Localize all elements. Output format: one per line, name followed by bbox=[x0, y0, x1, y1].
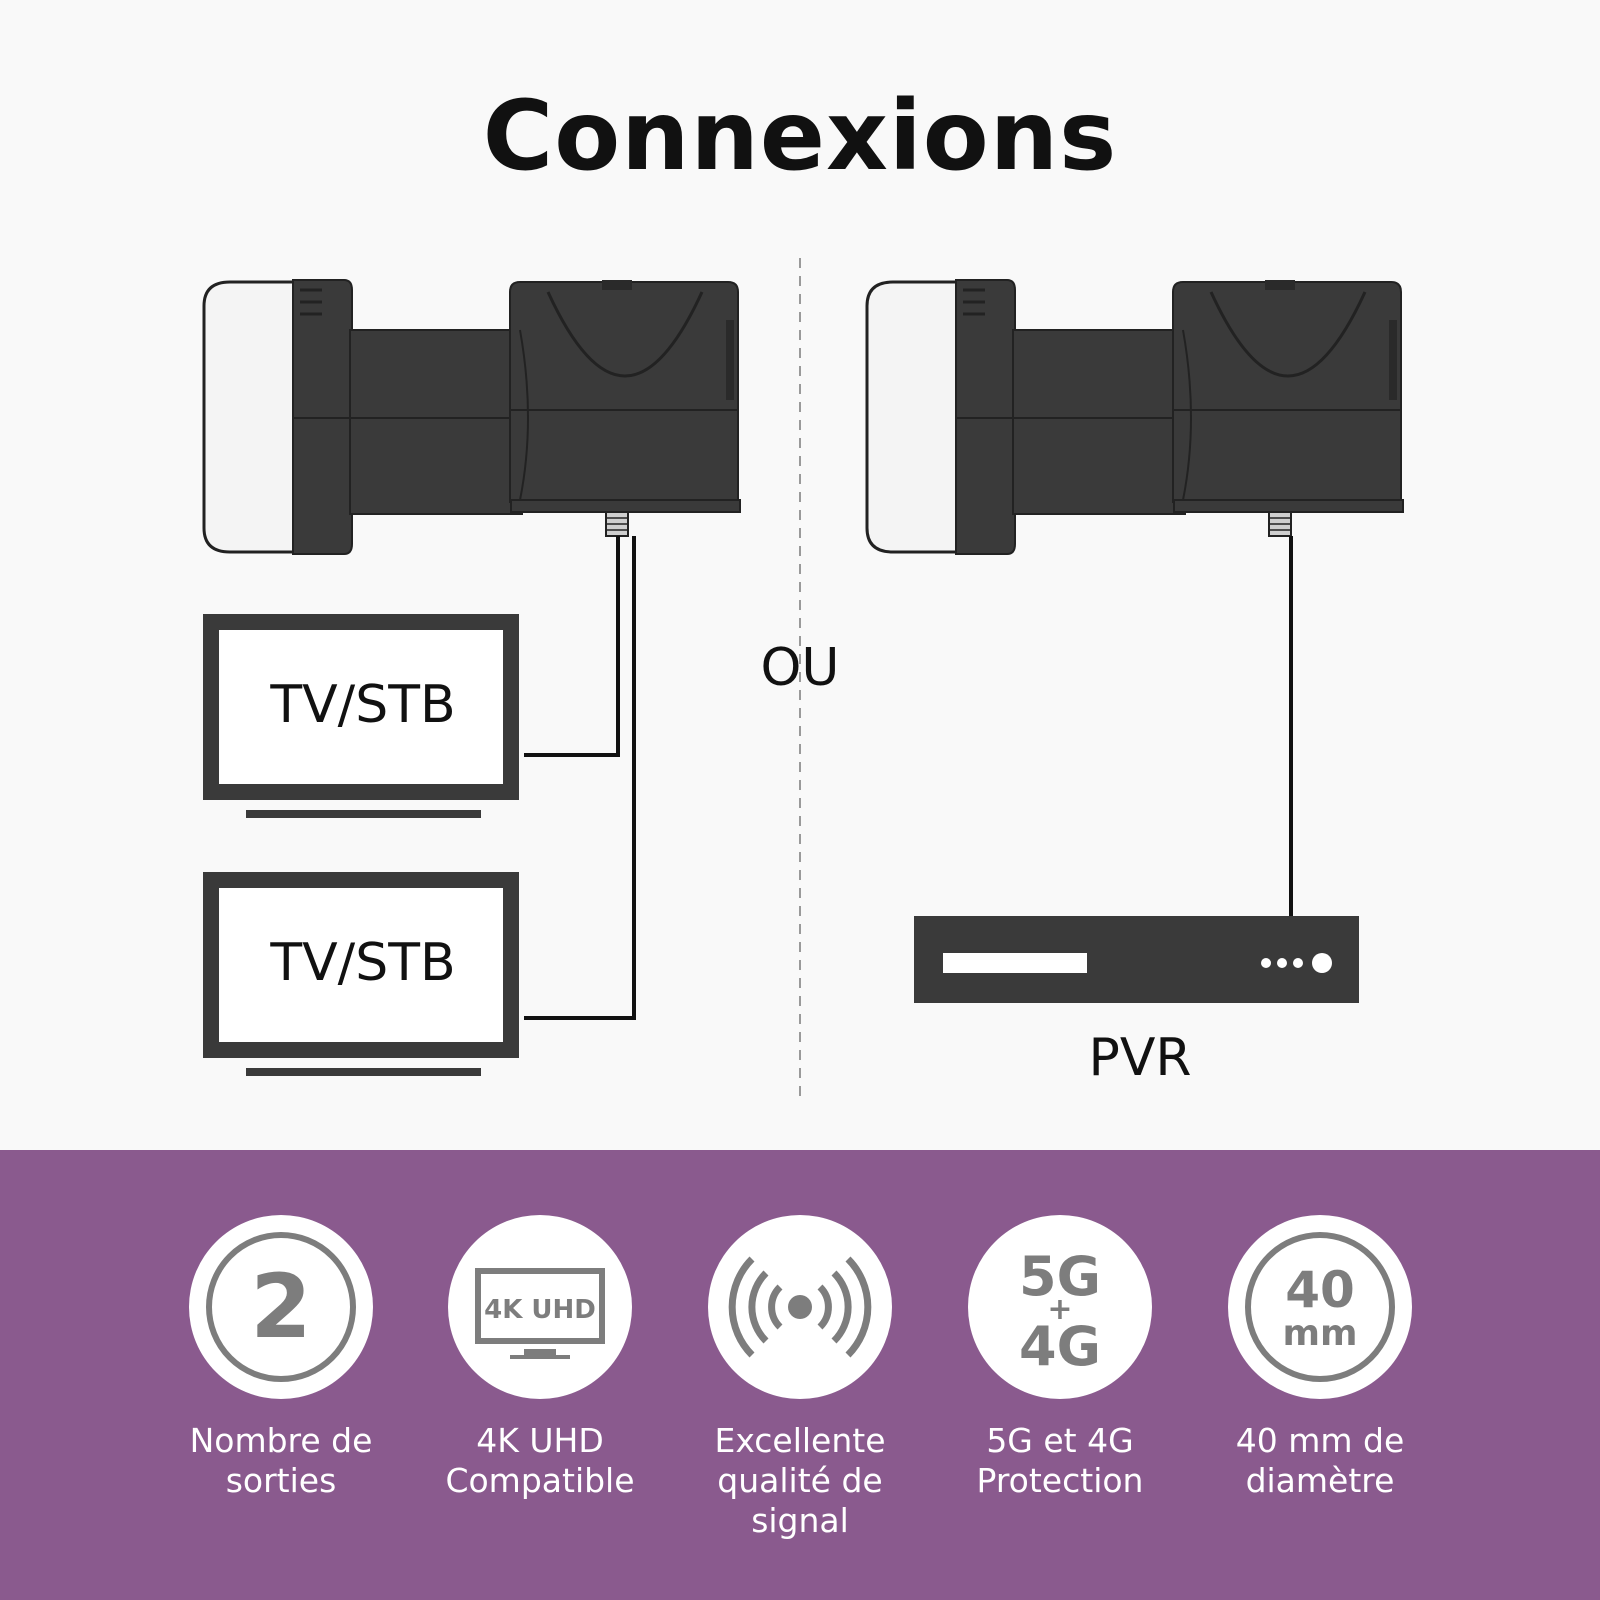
diameter-unit-text: mm bbox=[1282, 1313, 1357, 1354]
pvr-box bbox=[914, 916, 1359, 1003]
feature-outputs-label: Nombre de sorties bbox=[189, 1421, 373, 1500]
feature-signal: Excellente qualité de signal bbox=[680, 1215, 920, 1541]
feature-outputs: 2 Nombre de sorties bbox=[161, 1215, 401, 1501]
outputs-count-text: 2 bbox=[250, 1255, 311, 1358]
feature-5g-4g: 5G + 4G 5G et 4G Protection bbox=[940, 1215, 1180, 1501]
4g-text: 4G bbox=[1019, 1315, 1101, 1378]
feature-4k: 4K UHD 4K UHD Compatible bbox=[420, 1215, 660, 1501]
diameter-icon: 40 mm bbox=[1228, 1215, 1412, 1399]
5g-text: 5G bbox=[1019, 1245, 1101, 1308]
feature-signal-label: Excellente qualité de signal bbox=[714, 1421, 886, 1540]
lnb-left bbox=[202, 279, 741, 555]
plus-text: + bbox=[1047, 1292, 1072, 1327]
cable-tv1 bbox=[524, 536, 620, 757]
page-title: Connexions bbox=[482, 80, 1118, 192]
diameter-value-text: 40 bbox=[1285, 1261, 1355, 1319]
feature-diameter-label: 40 mm de diamètre bbox=[1235, 1421, 1405, 1500]
or-label: OU bbox=[760, 638, 840, 698]
feature-4k-label: 4K UHD Compatible bbox=[445, 1421, 635, 1500]
uhd-tv-icon: 4K UHD bbox=[448, 1215, 632, 1399]
tv-1-label: TV/STB bbox=[270, 675, 456, 735]
outputs-count-icon: 2 bbox=[189, 1215, 373, 1399]
tv-2-label: TV/STB bbox=[270, 933, 456, 993]
tv-2 bbox=[203, 872, 519, 1076]
uhd-icon-text: 4K UHD bbox=[484, 1295, 596, 1325]
lnb-right bbox=[865, 279, 1404, 555]
features-band: 2 Nombre de sorties 4K UHD 4K UHD Compat bbox=[0, 1150, 1600, 1600]
cable-tv2 bbox=[524, 536, 636, 1020]
feature-diameter: 40 mm 40 mm de diamètre bbox=[1200, 1215, 1440, 1501]
signal-icon bbox=[708, 1215, 892, 1399]
5g-4g-icon: 5G + 4G bbox=[968, 1215, 1152, 1399]
pvr-label: PVR bbox=[1088, 1028, 1192, 1088]
feature-5g-4g-label: 5G et 4G Protection bbox=[976, 1421, 1144, 1500]
tv-1 bbox=[203, 614, 519, 818]
connection-diagram bbox=[202, 258, 1404, 1102]
